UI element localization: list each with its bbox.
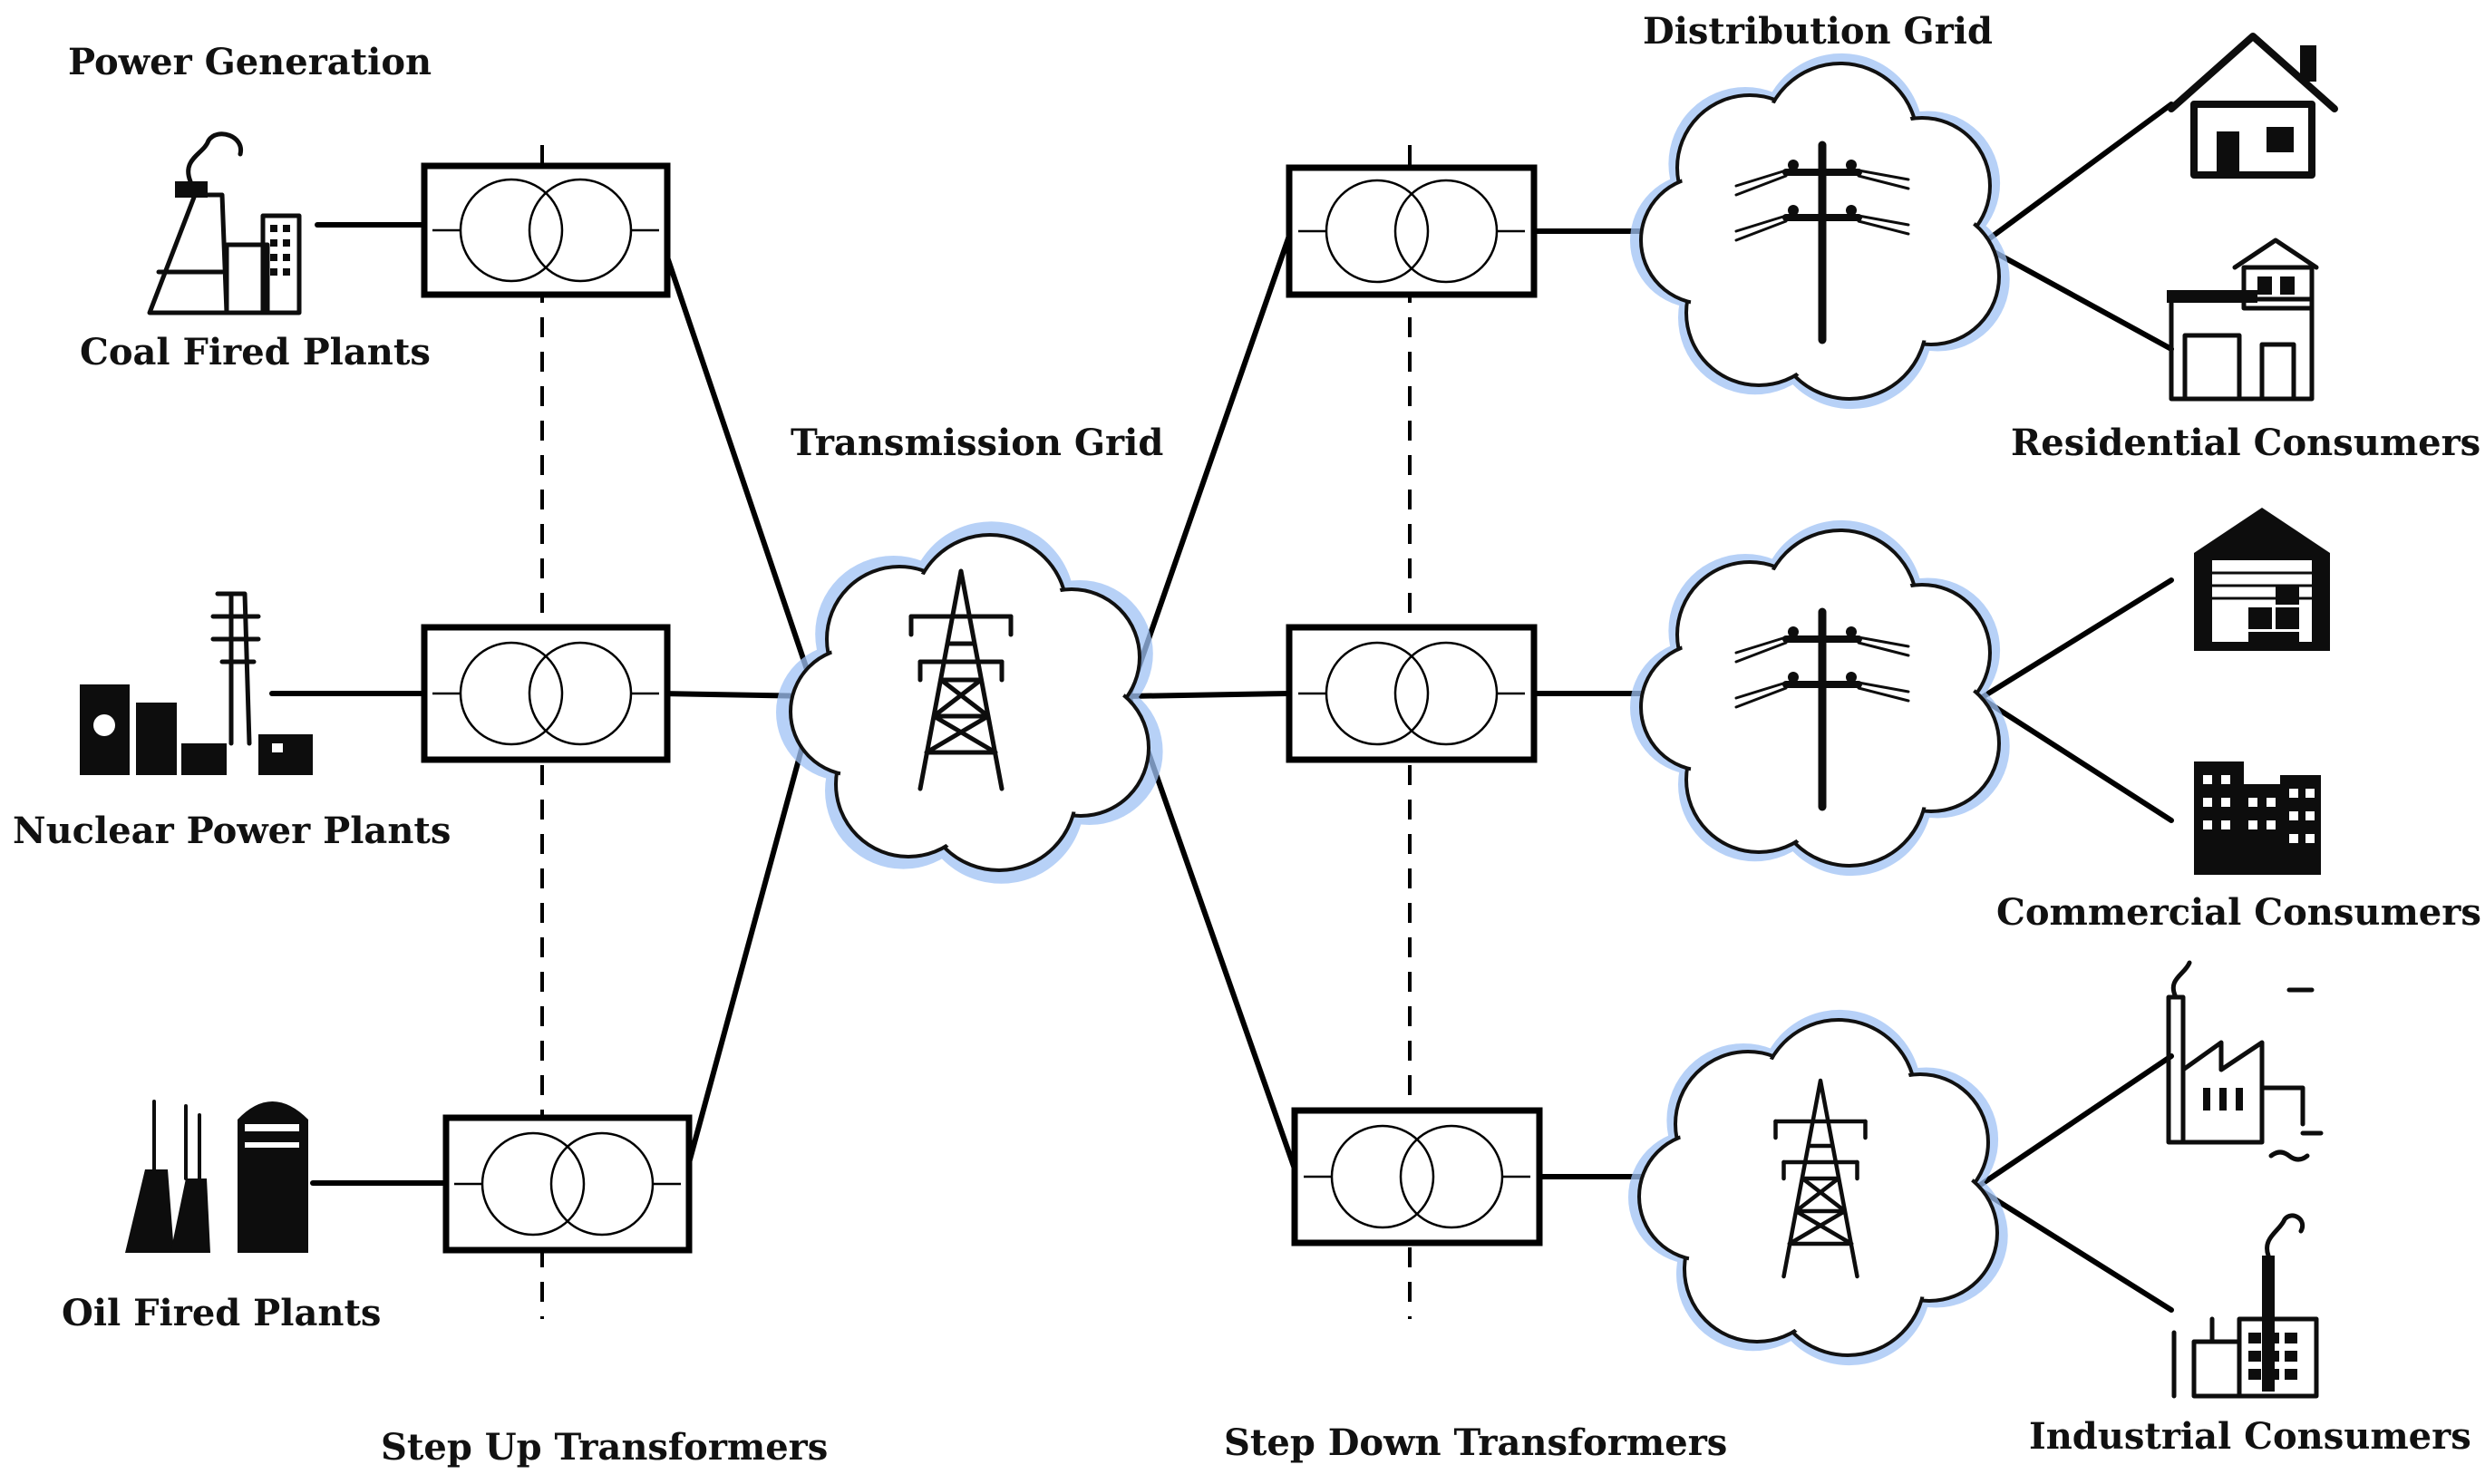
dist-to-industrial xyxy=(1974,1185,2174,1313)
oil-plant-icon xyxy=(125,1100,308,1253)
oil-fired-plants-label: Oil Fired Plants xyxy=(62,1292,381,1334)
distribution-grid-cloud-2 xyxy=(1630,519,2010,877)
step-up-transformer-3 xyxy=(442,1114,693,1254)
step-down-transformer-2 xyxy=(1286,624,1538,763)
dist-to-warehouse xyxy=(1978,577,2174,701)
step-up-to-grid-1 xyxy=(657,233,819,699)
residential-consumers-label: Residential Consumers xyxy=(2011,422,2480,464)
step-down-transformer-3 xyxy=(1291,1107,1543,1246)
step-down-transformer-1 xyxy=(1286,164,1538,298)
step-up-to-grid-3 xyxy=(684,694,819,1172)
dist-to-factory xyxy=(1974,1053,2174,1190)
step-up-transformers-label: Step Up Transformers xyxy=(381,1426,828,1469)
townhouse-icon xyxy=(2167,238,2319,402)
industrial-plant-icon xyxy=(2171,1213,2319,1399)
distribution-grid-cloud-3 xyxy=(1628,1009,2008,1366)
distribution-grid-cloud-1 xyxy=(1630,53,2010,410)
step-down-transformers-label: Step Down Transformers xyxy=(1224,1421,1727,1464)
house-icon xyxy=(2168,33,2338,179)
commercial-consumers-label: Commercial Consumers xyxy=(1996,891,2481,934)
transmission-grid-label: Transmission Grid xyxy=(791,422,1163,464)
grid-to-step-down-1 xyxy=(1126,233,1292,699)
step-up-transformer-1 xyxy=(421,162,671,298)
nuclear-power-plants-label: Nuclear Power Plants xyxy=(13,810,451,852)
coal-plant-icon xyxy=(147,131,302,315)
factory-icon xyxy=(2166,960,2324,1162)
dist-to-townhouse xyxy=(1978,242,2174,352)
grid-to-step-down-2 xyxy=(1126,691,1292,699)
nuclear-plant-icon xyxy=(80,591,313,775)
office-buildings-icon xyxy=(2194,761,2321,875)
power-generation-title: Power Generation xyxy=(68,41,432,83)
step-up-transformer-2 xyxy=(421,624,671,763)
transmission-grid-cloud xyxy=(776,521,1163,884)
dist-to-house xyxy=(1978,102,2174,247)
distribution-grid-label: Distribution Grid xyxy=(1643,10,1993,53)
dist-to-offices xyxy=(1978,695,2174,823)
industrial-consumers-label: Industrial Consumers xyxy=(2029,1415,2471,1458)
coal-fired-plants-label: Coal Fired Plants xyxy=(80,331,431,373)
warehouse-icon xyxy=(2194,508,2330,651)
